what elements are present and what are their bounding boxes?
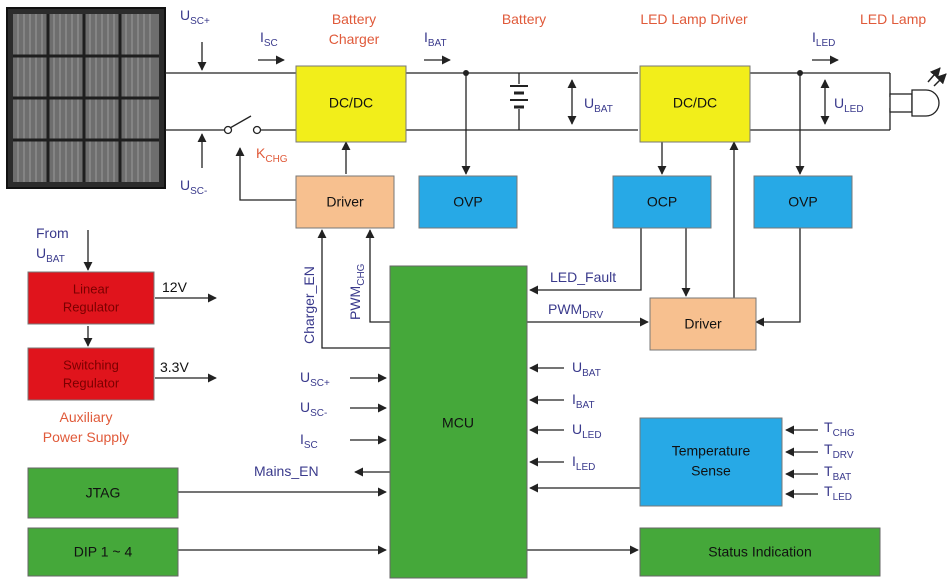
ocp-label: OCP xyxy=(647,194,677,210)
jtag-block: JTAG xyxy=(27,467,179,519)
driver-charger-block: Driver xyxy=(295,175,395,229)
label-t-chg: TCHG xyxy=(824,419,855,439)
label-t-bat: TBAT xyxy=(824,463,851,483)
ocp-block: OCP xyxy=(612,175,712,229)
label-mcu-ibat: IBAT xyxy=(572,391,595,411)
dip-block: DIP 1 ~ 4 xyxy=(27,527,179,577)
label-uled: ULED xyxy=(834,95,864,115)
dcdc-led-block: DC/DC xyxy=(639,65,751,143)
header-led-lamp: LED Lamp xyxy=(860,11,926,27)
ovp-battery-label: OVP xyxy=(453,194,483,210)
label-3v3: 3.3V xyxy=(160,359,189,375)
label-ubat: UBAT xyxy=(584,95,613,115)
battery-icon xyxy=(510,73,528,130)
label-charger-en: Charger_EN xyxy=(301,266,317,344)
linear-regulator-block: Linear Regulator xyxy=(27,271,155,325)
label-kchg: KCHG xyxy=(256,145,288,165)
header-led-driver: LED Lamp Driver xyxy=(640,11,748,27)
jtag-label: JTAG xyxy=(86,485,121,501)
label-mcu-iled: ILED xyxy=(572,453,595,473)
ovp-battery-block: OVP xyxy=(418,175,518,229)
ovp-led-label: OVP xyxy=(788,194,818,210)
linear-reg-label-2: Regulator xyxy=(63,299,120,314)
label-pwm-drv: PWMDRV xyxy=(548,301,603,321)
dip-label: DIP 1 ~ 4 xyxy=(74,544,133,560)
driver-charger-label: Driver xyxy=(326,194,364,210)
solar-panel-icon xyxy=(6,7,166,189)
label-mcu-uled: ULED xyxy=(572,421,602,441)
linear-reg-label-1: Linear xyxy=(73,281,110,296)
header-battery-charger-1: Battery xyxy=(332,11,376,27)
label-usc-plus: USC+ xyxy=(180,7,210,27)
label-from: From xyxy=(36,225,69,241)
label-auxiliary: Auxiliary xyxy=(60,409,113,425)
label-iled: ILED xyxy=(812,29,835,49)
dcdc-charger-block: DC/DC xyxy=(295,65,407,143)
switching-reg-label-1: Switching xyxy=(63,357,119,372)
label-t-drv: TDRV xyxy=(824,441,854,461)
label-mains-en: Mains_EN xyxy=(254,463,319,479)
switching-reg-label-2: Regulator xyxy=(63,375,120,390)
status-indication-block: Status Indication xyxy=(639,527,881,577)
mcu-label: MCU xyxy=(442,415,474,431)
ovp-led-block: OVP xyxy=(753,175,853,229)
driver-led-label: Driver xyxy=(684,316,722,332)
led-lamp-icon xyxy=(889,67,947,117)
status-indication-label: Status Indication xyxy=(708,544,812,560)
dcdc-charger-label: DC/DC xyxy=(329,95,373,111)
switch-kchg-icon xyxy=(223,115,262,135)
label-mcu-usc-minus: USC- xyxy=(300,399,327,419)
label-mcu-ubat: UBAT xyxy=(572,359,601,379)
label-12v: 12V xyxy=(162,279,188,295)
label-ibat: IBAT xyxy=(424,29,447,49)
label-mcu-usc-plus: USC+ xyxy=(300,369,330,389)
label-usc-minus: USC- xyxy=(180,177,207,197)
label-isc: ISC xyxy=(260,29,278,49)
header-battery-charger-2: Charger xyxy=(329,31,380,47)
mcu-block: MCU xyxy=(389,265,528,579)
label-pwm-chg: PWMCHG xyxy=(347,263,367,320)
driver-led-block: Driver xyxy=(649,297,757,351)
temperature-sense-block: Temperature Sense xyxy=(639,417,783,507)
label-led-fault: LED_Fault xyxy=(550,269,616,285)
label-t-led: TLED xyxy=(824,483,852,503)
label-from-ubat: UBAT xyxy=(36,245,65,265)
temp-sense-label-1: Temperature xyxy=(672,443,751,459)
header-battery: Battery xyxy=(502,11,546,27)
label-power-supply: Power Supply xyxy=(43,429,129,445)
switching-regulator-block: Switching Regulator xyxy=(27,347,155,401)
temp-sense-label-2: Sense xyxy=(691,463,731,479)
label-mcu-isc: ISC xyxy=(300,431,318,451)
dcdc-led-label: DC/DC xyxy=(673,95,717,111)
